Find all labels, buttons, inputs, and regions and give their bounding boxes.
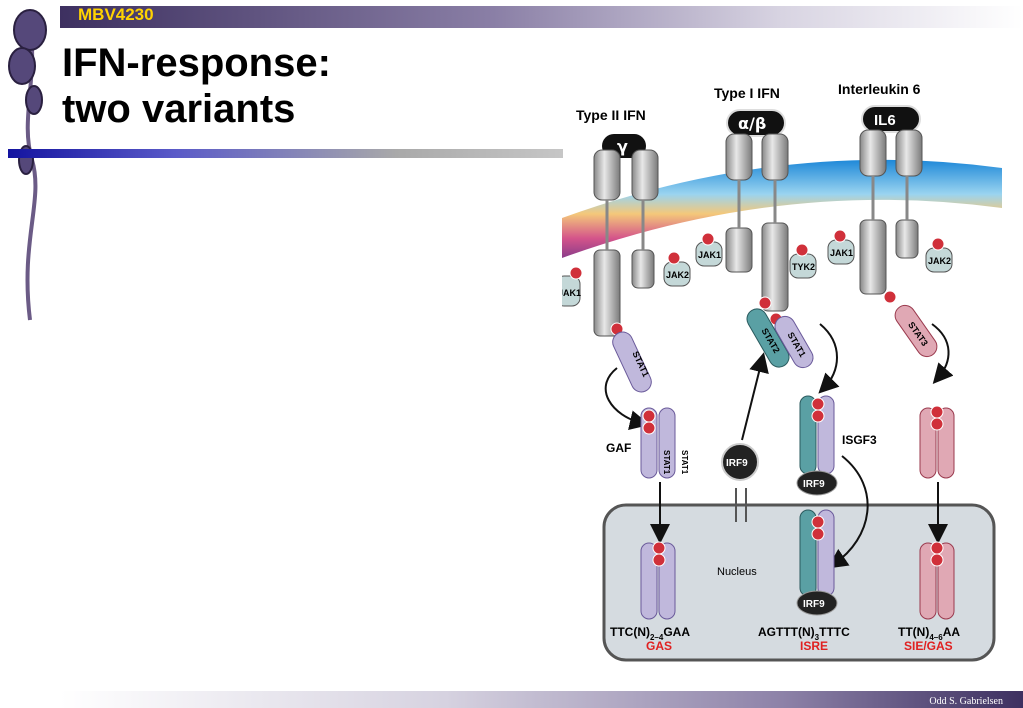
jak1-label-3: JAK1 [830,248,853,258]
nuc-irf9-label: IRF9 [803,599,825,610]
alpha-beta-ligand [726,109,786,137]
slide-title: IFN-response: two variants [62,40,331,132]
nuc-stat3-b [937,542,955,620]
stat1-cyto [612,331,652,393]
jak2-label-2: JAK2 [928,256,951,266]
sie-sequence: TT(N)4–6AA [898,625,960,642]
type1-ifn-label: Type I IFN [714,85,780,101]
isgf3-label: ISGF3 [842,433,877,447]
bead-decoration [8,9,47,321]
nuc-stat3-a [919,542,937,620]
isgf3-irf9-label: IRF9 [803,479,825,490]
arrow-isgf3-to-nucleus [827,455,869,569]
stat1-cyto-2 [774,315,814,369]
arrow-stat1-to-gaf [604,367,650,431]
stat3-cyto [894,304,938,358]
type2-ifn-label: Type II IFN [576,107,646,123]
nuc-irf9 [796,590,838,616]
isre-sequence: AGTTT(N)3TTTC [758,625,850,642]
top-header-bar [60,6,1023,28]
gas-sequence: TTC(N)2–4GAA [610,625,690,642]
stat2-cyto [746,308,790,368]
tyk2-label: TYK2 [792,262,815,272]
irf9-free-label: IRF9 [726,458,748,469]
sie-name: SIE/GAS [904,639,953,653]
jak1-label-1: JAK1 [562,288,581,298]
transmembrane-stems [605,176,909,250]
author-name: Odd S. Gabrielsen [929,696,1003,707]
isre-name: ISRE [800,639,828,653]
il6-ligand [861,105,921,133]
gas-name: GAS [646,639,672,653]
arrow-stat-to-isgf3 [818,323,840,394]
gaf-stat1-a-label: STAT1 [662,450,671,475]
ifn-signaling-diagram: Nucleus Type II IFN Type I IFN Interleuk… [562,81,1002,662]
title-line-1: IFN-response: [62,41,331,85]
nucleus-label: Nucleus [717,566,757,578]
irf9-free [721,443,759,481]
cell-membrane [562,159,1002,258]
isgf3-irf9 [796,470,838,496]
gaf-label: GAF [606,441,631,455]
nuc-stat1-a [640,542,658,620]
title-underline [8,149,563,158]
title-line-2: two variants [62,87,296,131]
bottom-footer-bar [60,691,1023,708]
gaf-stat1-b [658,407,676,479]
alpha-beta-symbol: α/β [738,114,766,133]
il6-symbol: IL6 [874,112,896,129]
jak1-label-2: JAK1 [698,250,721,260]
arrow-irf9-up [741,352,769,441]
gaf-stat1-b-label: STAT1 [680,450,689,475]
jak2-label-1: JAK2 [666,270,689,280]
gamma-symbol: γ [617,137,628,156]
nucleus-region [602,503,996,662]
receptors [593,129,923,337]
arrow-stat3-to-dimer [931,323,954,385]
il6-label: Interleukin 6 [838,81,921,97]
course-code: MBV4230 [78,5,154,24]
